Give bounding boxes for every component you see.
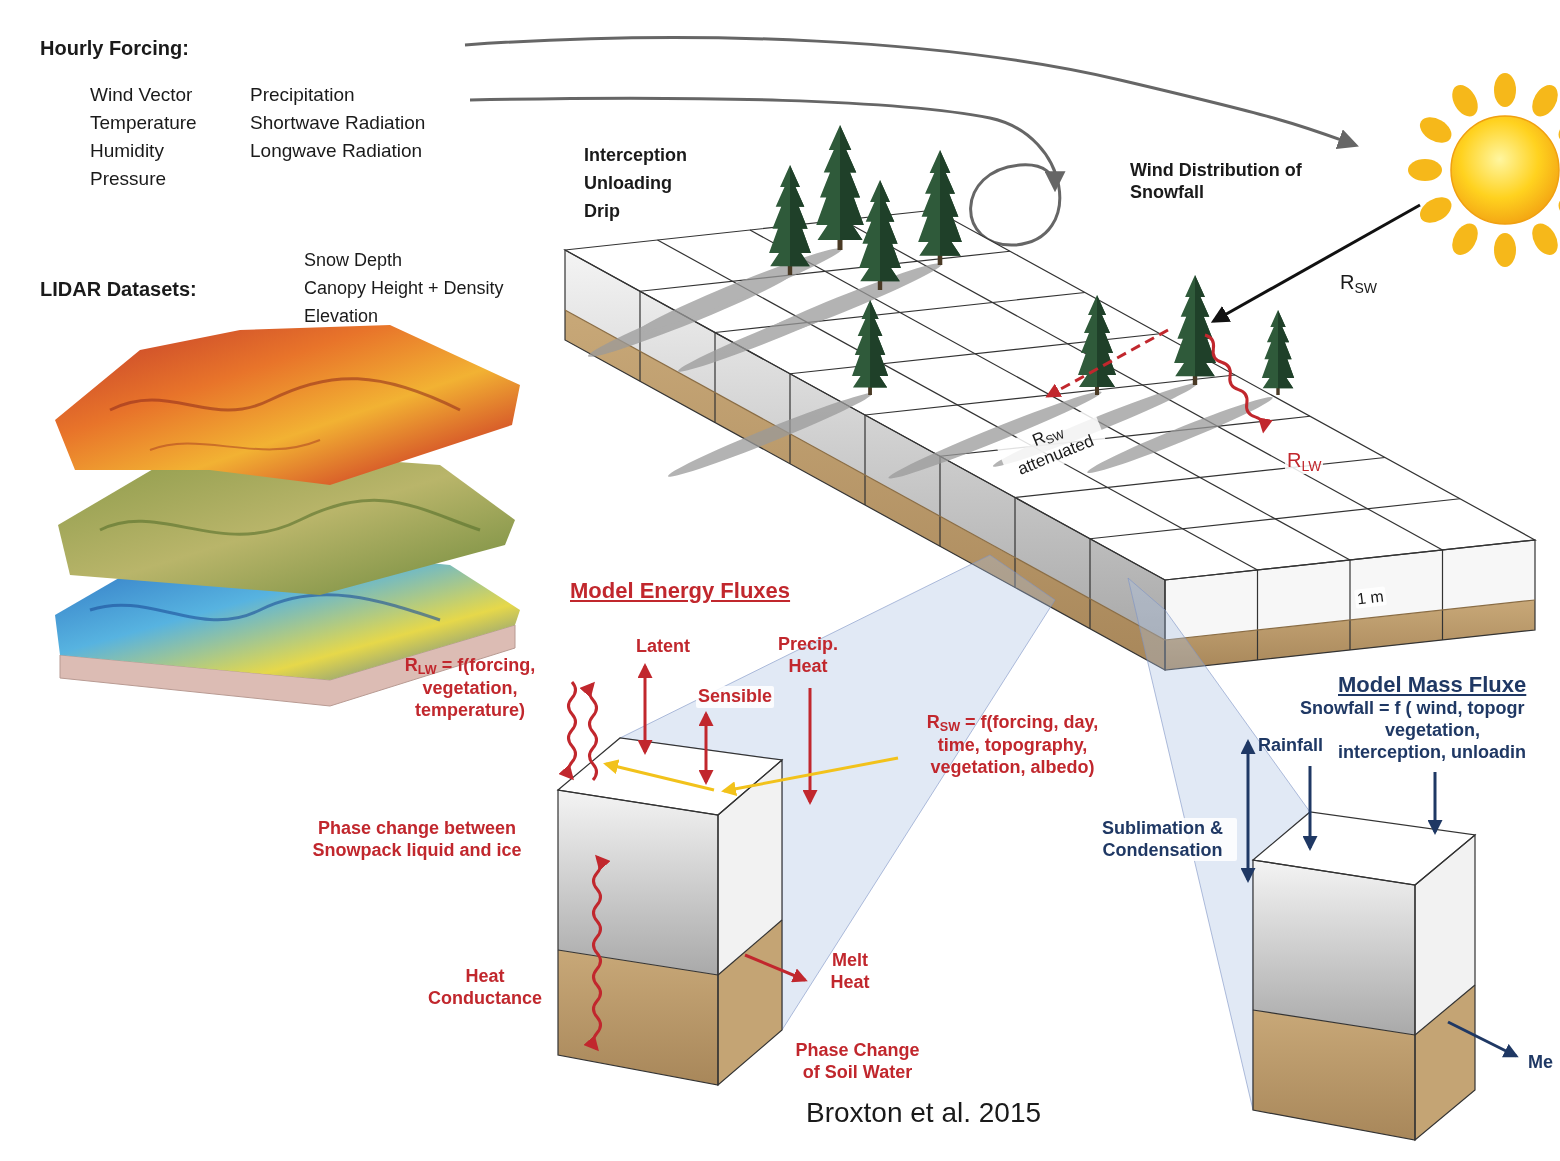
label-text: vegetation, (1385, 720, 1480, 742)
dimension: 1 m (1354, 586, 1387, 609)
radiation-symbol: RLW (1285, 448, 1323, 474)
subscript: SW (1354, 280, 1377, 296)
label-text: Pressure (90, 168, 166, 191)
label-text: Drip (584, 201, 620, 223)
section-heading: LIDAR Datasets: (40, 277, 197, 301)
label-text: Humidity (90, 140, 164, 163)
radiation-symbol: RSW (1340, 270, 1377, 296)
label-text: RSW = f(forcing, day, time, topography, … (905, 712, 1120, 778)
subscript: SW (1044, 427, 1067, 447)
figure-caption: Broxton et al. 2015 (806, 1096, 1041, 1130)
label-text: interception, unloadin (1338, 742, 1526, 764)
label-text: Wind Vector (90, 84, 192, 107)
label-text: Phase Change of Soil Water (790, 1040, 925, 1083)
label-text: Wind Distribution of Snowfall (1130, 160, 1315, 203)
label-text: Melt Heat (820, 950, 880, 993)
label-text: Latent (636, 636, 690, 658)
label-text: Temperature (90, 112, 197, 135)
label-text: Precip. Heat (772, 634, 844, 677)
label-text: Shortwave Radiation (250, 112, 425, 135)
label-text: RSW attenuated (996, 407, 1108, 485)
section-heading: Model Mass Fluxe (1338, 672, 1526, 698)
label-text: Rainfall (1258, 735, 1323, 757)
section-heading: Model Energy Fluxes (570, 578, 790, 604)
label-text: Snowfall = f ( wind, topogr (1300, 698, 1524, 720)
label-text: Snow Depth (304, 250, 402, 272)
label-text: Me (1528, 1052, 1553, 1074)
label-text: RLW = f(forcing, vegetation, temperature… (395, 655, 545, 721)
label-text: Sublimation & Condensation (1088, 818, 1237, 861)
section-heading: Hourly Forcing: (40, 36, 189, 60)
label-text: Sensible (696, 686, 774, 708)
subscript: SW (940, 720, 960, 734)
label-text: Canopy Height + Density (304, 278, 504, 300)
subscript: LW (1301, 458, 1321, 474)
label-text: Unloading (584, 173, 672, 195)
subscript: LW (418, 663, 437, 677)
label-text: Elevation (304, 306, 378, 328)
label-text: Heat Conductance (415, 966, 555, 1009)
label-text: Interception (584, 145, 687, 167)
label-text: Phase change between Snowpack liquid and… (292, 818, 542, 861)
label-text: Longwave Radiation (250, 140, 422, 163)
label-text: Precipitation (250, 84, 355, 107)
